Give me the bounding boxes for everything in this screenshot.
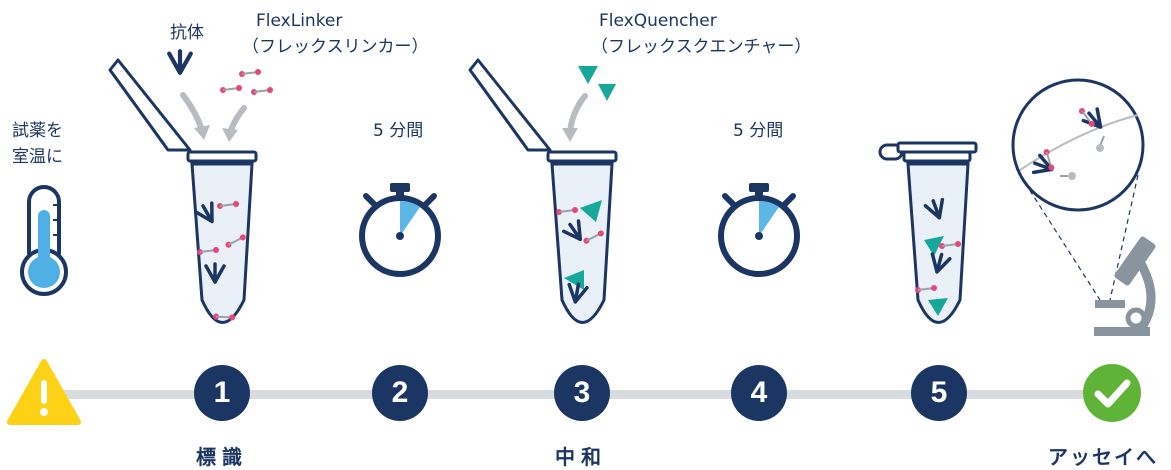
flexquencher-kana-label: （フレックスクエンチャー）: [591, 37, 812, 57]
arrow-icon: [180, 92, 247, 142]
flexlinker-kana-label: （フレックスリンカー）: [242, 37, 429, 57]
step-2-badge: 2: [372, 365, 428, 421]
antibody-label: 抗体: [170, 23, 204, 43]
microscope-icon: [1094, 236, 1156, 336]
tube-icon: [108, 58, 258, 324]
wait-label-1: 5 分間: [373, 121, 424, 141]
final-step-title: アッセイへ: [1048, 445, 1158, 469]
stopwatch-icon: [718, 183, 800, 277]
triangle-icon: [578, 66, 616, 101]
step-1-title: 標識: [196, 445, 248, 469]
step-3-badge: 3: [554, 365, 610, 421]
wait-label-2: 5 分間: [733, 121, 784, 141]
thermometer-icon: [20, 185, 68, 296]
tube-icon: [878, 141, 978, 324]
flexlinker-label: FlexLinker: [256, 11, 343, 31]
flexlinker-molecules: [219, 68, 274, 96]
reagents-label-line2: 室温に: [12, 147, 63, 167]
magnifier-icon: [1011, 78, 1145, 301]
step-3-title: 中和: [555, 445, 607, 469]
stopwatch-icon: [359, 183, 441, 277]
step-5-badge: 5: [911, 365, 967, 421]
arrow-icon: [562, 93, 588, 142]
step-1-badge: 1: [194, 365, 250, 421]
reagents-label-line1: 試薬を: [12, 121, 63, 141]
antibody-icon: [169, 51, 191, 73]
tube-icon: [468, 58, 618, 324]
step-4-badge: 4: [731, 365, 787, 421]
flexquencher-label: FlexQuencher: [599, 11, 717, 31]
